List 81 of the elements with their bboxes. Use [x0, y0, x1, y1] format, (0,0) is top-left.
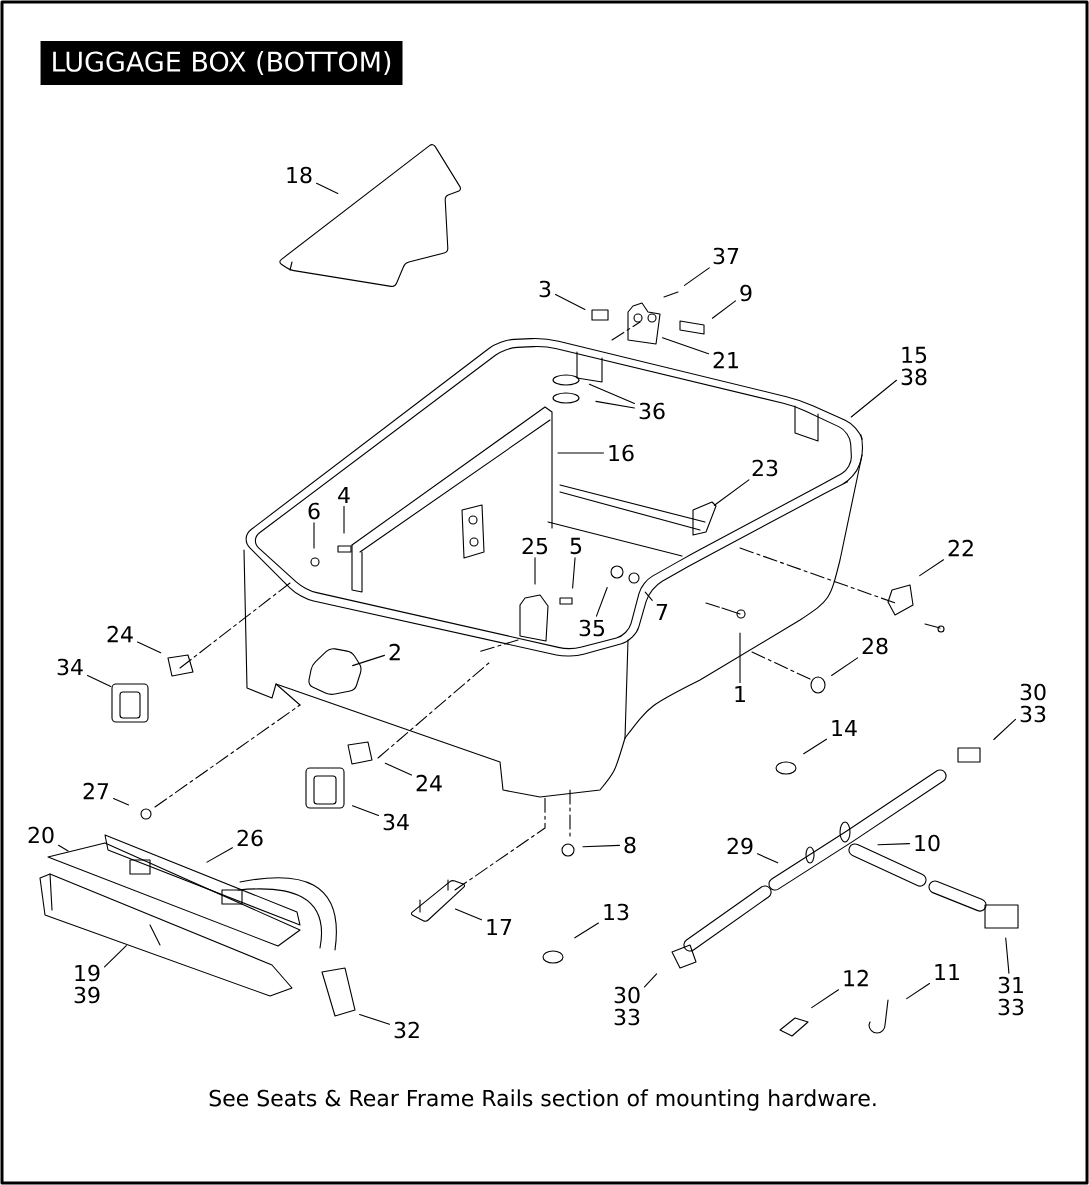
leader-line — [811, 989, 840, 1009]
title-banner: LUGGAGE BOX (BOTTOM) — [40, 41, 403, 85]
leader-line — [582, 844, 620, 848]
callout-number: 11 — [935, 964, 959, 981]
callout-number: 22 — [948, 539, 973, 557]
leader-line — [313, 522, 315, 549]
callout-number: 25 — [522, 537, 548, 555]
leader-line — [993, 718, 1016, 741]
callout-number: 21 — [713, 351, 738, 369]
leader-line — [644, 973, 658, 988]
leader-line — [555, 293, 586, 310]
leader-line — [352, 654, 385, 667]
callout-number: 34 — [57, 658, 83, 676]
callout-number: 37 — [713, 247, 739, 265]
leader-line — [113, 797, 130, 806]
callout-number: 10 — [915, 834, 940, 852]
callout-number: 5 — [570, 537, 582, 555]
callout-number: 30 33 — [614, 986, 640, 1026]
leader-line — [58, 844, 69, 852]
leader-line — [757, 853, 779, 864]
callout-number: 27 — [83, 782, 109, 800]
callout-number: 31 33 — [998, 976, 1024, 1016]
callout-number: 9 — [740, 284, 752, 302]
callout-number: 24 — [416, 774, 442, 792]
callout-number: 34 — [383, 813, 409, 831]
leader-line — [588, 383, 635, 405]
callout-number: 23 — [752, 459, 778, 477]
callout-number: 14 — [832, 720, 857, 737]
leader-line — [104, 945, 127, 968]
callout-number: 29 — [727, 837, 753, 855]
callout-number: 1 — [735, 686, 745, 703]
callout-number: 13 — [604, 903, 629, 921]
callout-number: 8 — [624, 836, 636, 854]
callout-number: 12 — [844, 969, 868, 987]
callout-number: 17 — [487, 919, 512, 936]
callout-number: 26 — [237, 829, 263, 847]
leader-line — [87, 674, 112, 688]
leader-line — [343, 506, 345, 534]
callout-number: 6 — [308, 502, 320, 520]
callout-number: 19 39 — [74, 964, 100, 1004]
leader-line — [831, 657, 859, 677]
callout-number: 24 — [107, 625, 133, 643]
leader-line — [683, 267, 710, 286]
leader-line — [850, 379, 897, 418]
callout-number: 15 38 — [901, 346, 927, 386]
leader-line — [877, 843, 910, 846]
leader-line — [359, 1013, 390, 1025]
leader-line — [534, 557, 536, 585]
leader-line — [919, 559, 945, 577]
leader-line — [711, 300, 736, 319]
callout-number: 20 — [28, 826, 54, 844]
callout-number: 7 — [656, 604, 668, 621]
callout-number: 3 — [539, 280, 551, 298]
leader-line — [713, 479, 750, 506]
callout-number: 18 — [287, 166, 312, 184]
leader-line — [454, 908, 482, 921]
callout-number: 2 — [389, 643, 400, 661]
leader-line — [137, 641, 162, 654]
leader-line — [595, 586, 608, 617]
leader-line — [1005, 937, 1010, 974]
leader-line — [803, 738, 827, 755]
leader-line — [351, 805, 379, 817]
callout-number: 36 — [639, 402, 665, 420]
leader-line — [206, 847, 233, 863]
leader-line — [644, 591, 653, 601]
callout-number: 28 — [862, 637, 888, 655]
leader-line — [574, 922, 599, 939]
leader-line — [316, 182, 339, 195]
leader-line — [384, 762, 412, 776]
leader-line — [572, 557, 576, 589]
leader-line — [557, 452, 604, 454]
leader-line — [661, 337, 709, 355]
caption: See Seats & Rear Frame Rails section of mounting hardware. — [209, 1089, 876, 1111]
callout-number: 35 — [579, 619, 605, 637]
callout-number: 32 — [394, 1021, 419, 1039]
leader-line — [906, 983, 931, 1000]
leader-line — [595, 400, 635, 409]
callout-number: 4 — [338, 487, 350, 503]
callout-number: 16 — [609, 444, 634, 462]
callout-number: 30 33 — [1020, 683, 1046, 723]
leader-line — [739, 632, 741, 683]
